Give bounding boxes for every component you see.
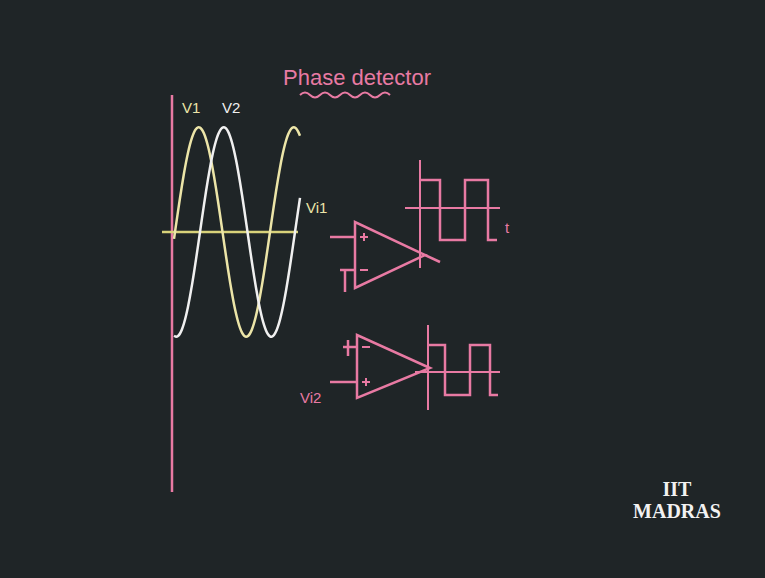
ground-wire [347, 340, 350, 356]
input-wire [343, 346, 357, 349]
square-wave [428, 345, 498, 395]
signal-name: Vi2 [300, 390, 321, 407]
input-wire [330, 381, 357, 384]
input-wire [340, 269, 355, 272]
watermark: IIT MADRAS [632, 478, 722, 522]
wavy-underline [300, 93, 390, 98]
comparator-symbol [355, 222, 425, 288]
comparator-symbol [357, 335, 430, 398]
sine-wave [174, 127, 300, 336]
square-wave [420, 180, 497, 240]
output-wire [425, 255, 440, 262]
input-wire [330, 236, 355, 239]
ground-wire [344, 270, 347, 292]
sine-waves [174, 127, 300, 336]
time-axis [162, 231, 298, 234]
signal-name: V1 [182, 100, 200, 117]
plus-sign [363, 233, 365, 241]
board-title: Phase detector [283, 66, 431, 90]
vertical-axis [427, 325, 429, 410]
minus-sign [362, 346, 370, 348]
vertical-axis [419, 160, 421, 268]
axis-label: t [505, 220, 509, 237]
minus-sign [360, 269, 368, 271]
vertical-axis [171, 95, 174, 492]
signal-name: V2 [222, 100, 240, 117]
signal-name: Vi1 [306, 200, 327, 217]
plus-sign [365, 378, 367, 386]
sine-wave [174, 127, 300, 336]
